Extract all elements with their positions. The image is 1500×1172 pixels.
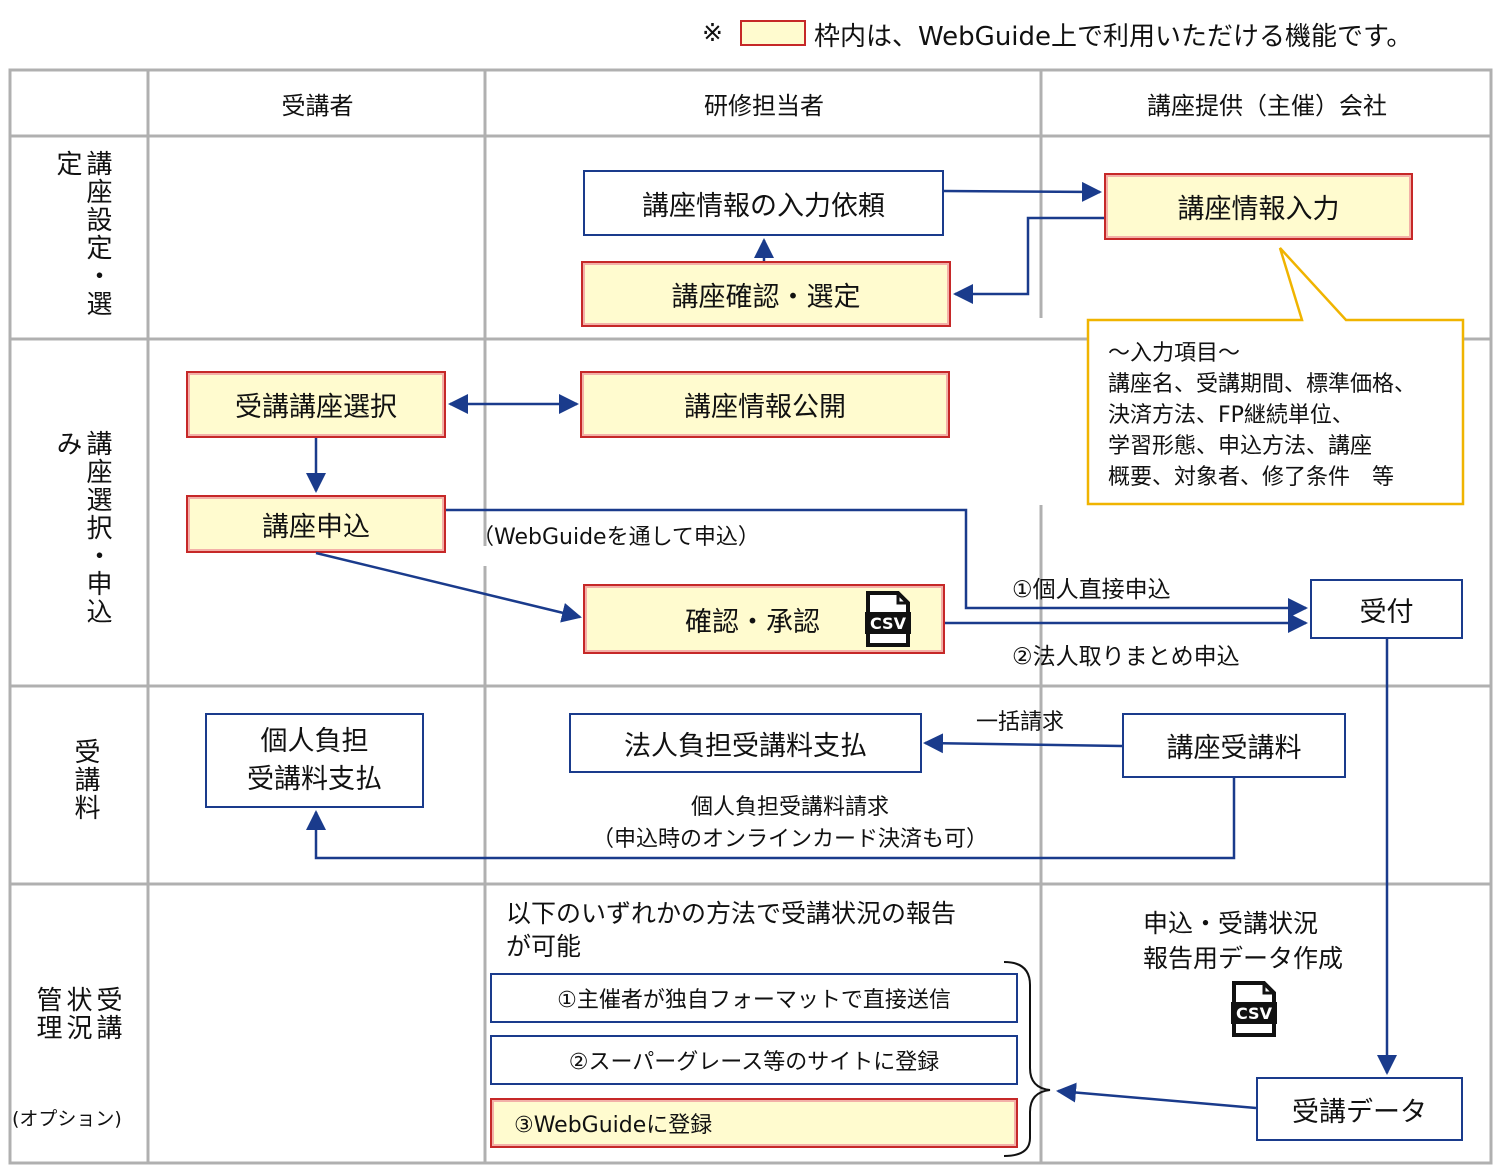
label-direct-personal: ①個人直接申込: [1012, 577, 1171, 603]
callout-line: 概要、対象者、修了条件 等: [1108, 465, 1395, 490]
box-reception: 受付: [1310, 579, 1463, 639]
callout-line: ～入力項目～: [1108, 341, 1241, 366]
box-personal-pay: 個人負担 受講料支払: [205, 713, 424, 808]
box-course-publish: 講座情報公開: [580, 371, 950, 438]
csv-file-icon: CSV: [1231, 981, 1277, 1037]
csv-icon-text: CSV: [870, 614, 907, 633]
row-header-apply: 講座選択・申込み: [52, 430, 112, 626]
csv-file-icon: CSV: [865, 591, 911, 647]
box-option-2: ②スーパーグレース等のサイトに登録: [490, 1035, 1018, 1085]
callout-line: 学習形態、申込方法、講座: [1108, 434, 1373, 459]
label-personal-billing: 個人負担受講料請求 （申込時のオンラインカード決済も可）: [530, 792, 1050, 856]
box-course-select: 受講講座選択: [186, 371, 446, 438]
label-report-line2: が可能: [506, 932, 582, 961]
personal-pay-line1: 個人負担: [260, 725, 369, 757]
box-course-apply: 講座申込: [186, 495, 446, 553]
box-corp-pay: 法人負担受講料支払: [569, 713, 922, 773]
box-course-confirm: 講座確認・選定: [581, 261, 951, 327]
column-header-trainer: 研修担当者: [704, 92, 824, 120]
callout-line: 決済方法、FP継続単位、: [1108, 403, 1354, 428]
box-attendance-data: 受講データ: [1256, 1077, 1463, 1141]
column-header-student: 受講者: [281, 92, 354, 120]
legend-mark: ※: [702, 18, 723, 47]
label-bulk-billing: 一括請求: [976, 710, 1065, 735]
row-header-status: 受講状況管理: [32, 986, 122, 1042]
row-header-setup: 講座設定・選定: [52, 150, 112, 318]
label-corp-bulk: ②法人取りまとめ申込: [1012, 644, 1240, 670]
label-via-webguide: （WebGuideを通して申込）: [472, 525, 760, 550]
box-input-request: 講座情報の入力依頼: [583, 170, 944, 236]
box-course-fee: 講座受講料: [1122, 713, 1346, 778]
personal-pay-line2: 受講料支払: [247, 763, 382, 795]
column-header-provider: 講座提供（主催）会社: [1147, 92, 1387, 120]
row-header-fee: 受講料: [70, 738, 100, 822]
label-report-line1: 以下のいずれかの方法で受講状況の報告: [506, 899, 957, 928]
csv-icon-text: CSV: [1236, 1004, 1273, 1023]
box-option-1: ①主催者が独自フォーマットで直接送信: [490, 973, 1018, 1023]
callout-line: 講座名、受講期間、標準価格、: [1108, 372, 1417, 397]
row-header-status-note: (オプション): [12, 1108, 122, 1130]
callout-text: ～入力項目～ 講座名、受講期間、標準価格、 決済方法、FP継続単位、 学習形態、…: [1108, 338, 1416, 493]
label-personal-billing-line2: （申込時のオンラインカード決済も可）: [591, 827, 988, 852]
legend-swatch: [740, 20, 806, 46]
label-create-data-line2: 報告用データ作成: [1143, 944, 1344, 973]
label-personal-billing-line1: 個人負担受講料請求: [690, 795, 889, 820]
callout-bubble: [1086, 247, 1465, 506]
box-option-3: ③WebGuideに登録: [490, 1098, 1018, 1148]
box-course-input: 講座情報入力: [1104, 173, 1413, 240]
label-create-data-line1: 申込・受講状況: [1143, 909, 1319, 938]
legend-text: 枠内は、WebGuide上で利用いただける機能です。: [814, 22, 1413, 52]
